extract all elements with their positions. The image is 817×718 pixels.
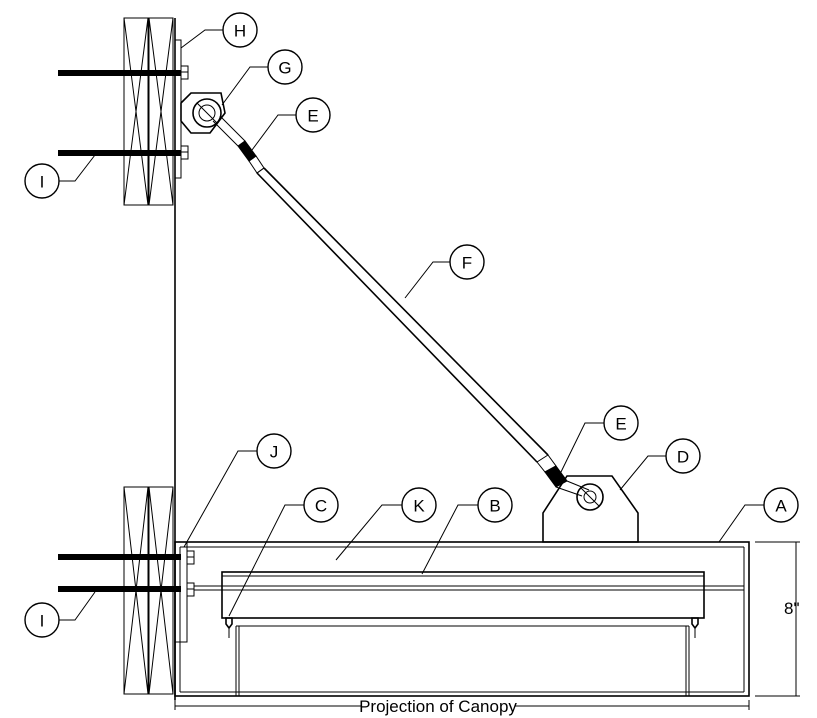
height-dimension: [755, 541, 800, 697]
callout-j: J: [256, 433, 292, 469]
fasteners: [225, 617, 699, 638]
callout-h: H: [222, 12, 258, 48]
lower-wall-plate: [174, 541, 195, 643]
callout-e-upper: E: [295, 97, 331, 133]
svg-text:A: A: [775, 497, 787, 516]
drain-channel: [194, 571, 744, 619]
svg-text:E: E: [615, 415, 626, 434]
callout-g: G: [267, 49, 303, 85]
svg-text:H: H: [234, 22, 246, 41]
lower-turnbuckle: [544, 465, 568, 488]
upper-wood-blocking: [123, 17, 174, 206]
svg-text:B: B: [489, 497, 500, 516]
svg-text:I: I: [40, 612, 45, 631]
callout-c: C: [303, 487, 339, 523]
svg-text:K: K: [413, 497, 425, 516]
leader-lines: [59, 29, 764, 621]
svg-text:J: J: [270, 443, 279, 462]
svg-text:F: F: [462, 254, 472, 273]
svg-text:C: C: [315, 497, 327, 516]
upper-clevis: [180, 92, 226, 134]
projection-dimension-label: Projection of Canopy: [359, 697, 517, 716]
svg-text:D: D: [677, 448, 689, 467]
svg-text:G: G: [278, 59, 291, 78]
callout-i-lower: I: [24, 602, 60, 638]
callout-k: K: [401, 487, 437, 523]
callout-e-lower: E: [603, 405, 639, 441]
diagonal-tie-rod: [212, 115, 590, 497]
anchor-rods: [58, 70, 181, 592]
svg-text:I: I: [40, 173, 45, 192]
lower-hanger-channel: [235, 625, 690, 696]
svg-text:E: E: [307, 107, 318, 126]
canopy-frame: [174, 541, 750, 697]
callout-a: A: [763, 487, 799, 523]
callout-b: B: [477, 487, 513, 523]
projection-dimension: [174, 700, 750, 710]
callout-d: D: [665, 438, 701, 474]
callout-i-upper: I: [24, 163, 60, 199]
callout-f: F: [449, 244, 485, 280]
height-dimension-label: 8": [784, 599, 800, 618]
